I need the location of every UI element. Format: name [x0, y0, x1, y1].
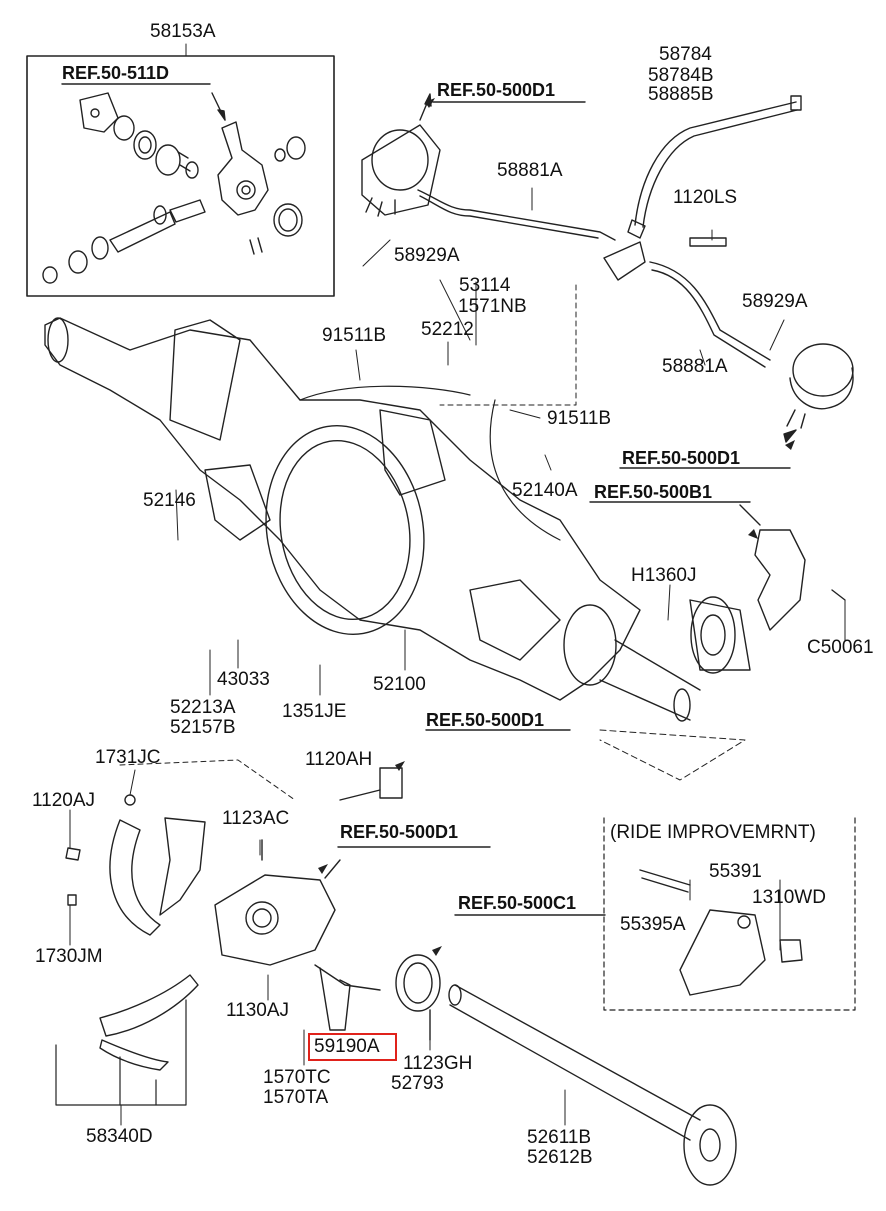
slack-adjuster-kit-inset [26, 55, 335, 297]
anchor-bracket [214, 767, 403, 1031]
part-58340d[interactable]: 58340D [86, 1126, 153, 1147]
part-52100[interactable]: 52100 [373, 674, 426, 695]
part-1120ls[interactable]: 1120LS [673, 187, 738, 208]
ref-50-511d[interactable]: REF.50-511D [62, 63, 170, 83]
ref-50-500b1[interactable]: REF.50-500B1 [594, 482, 713, 502]
ride-improvement-inset [603, 817, 856, 1011]
part-1570ta[interactable]: 1570TA [263, 1087, 329, 1108]
part-1120ah[interactable]: 1120AH [305, 749, 373, 770]
part-55391[interactable]: 55391 [709, 861, 762, 882]
part-1570tc[interactable]: 1570TC [263, 1067, 331, 1088]
part-1123ac[interactable]: 1123AC [222, 808, 290, 829]
brake-chamber-left [361, 93, 616, 241]
part-52212[interactable]: 52212 [421, 319, 474, 340]
part-59190a-highlight [308, 1033, 397, 1061]
part-52611b[interactable]: 52611B [527, 1127, 592, 1148]
ref-50-500d1-right[interactable]: REF.50-500D1 [622, 448, 741, 468]
part-91511b-right[interactable]: 91511B [547, 408, 612, 429]
reference-underlines [61, 83, 791, 916]
part-52793[interactable]: 52793 [391, 1073, 444, 1094]
part-52140a[interactable]: 52140A [512, 480, 578, 501]
part-1730jm[interactable]: 1730JM [35, 946, 103, 967]
reference-arrows [318, 98, 795, 956]
ref-50-500d1-mid[interactable]: REF.50-500D1 [426, 710, 545, 730]
part-1731jc[interactable]: 1731JC [95, 747, 161, 768]
part-43033[interactable]: 43033 [217, 669, 270, 690]
part-58881a-top[interactable]: 58881A [497, 160, 563, 181]
part-91511b-top[interactable]: 91511B [322, 325, 387, 346]
part-c50061[interactable]: C50061 [807, 637, 874, 658]
wheel-bearing-parts [689, 504, 846, 674]
part-1310wd[interactable]: 1310WD [752, 887, 826, 908]
part-1351je[interactable]: 1351JE [282, 701, 347, 722]
part-1130aj[interactable]: 1130AJ [226, 1000, 290, 1021]
ride-improvement-title: (RIDE IMPROVEMRNT) [610, 822, 816, 843]
part-58153a[interactable]: 58153A [150, 21, 216, 42]
part-55395a[interactable]: 55395A [620, 914, 686, 935]
brake-chamber-right [783, 343, 854, 443]
axle-housing [44, 317, 746, 781]
part-1571nb[interactable]: 1571NB [458, 296, 527, 317]
part-53114[interactable]: 53114 [459, 275, 511, 296]
brake-hose-top [439, 95, 802, 406]
brake-shoe [55, 974, 199, 1106]
part-58784b[interactable]: 58784B [648, 65, 714, 86]
part-52213a[interactable]: 52213A [170, 697, 236, 718]
axle-shaft [395, 954, 737, 1186]
ref-50-500c1[interactable]: REF.50-500C1 [458, 893, 577, 913]
brake-backing-plate [65, 759, 296, 936]
part-52146[interactable]: 52146 [143, 490, 196, 511]
leader-lines [69, 43, 846, 1126]
part-52157b[interactable]: 52157B [170, 717, 236, 738]
part-58885b[interactable]: 58885B [648, 84, 714, 105]
part-59190a[interactable]: 59190A [314, 1036, 380, 1057]
part-58784-group: 58784 [657, 44, 712, 65]
part-1123gh[interactable]: 1123GH [403, 1053, 473, 1074]
part-52612b[interactable]: 52612B [527, 1147, 593, 1168]
part-58929a-left[interactable]: 58929A [394, 245, 460, 266]
ref-50-500d1-top[interactable]: REF.50-500D1 [437, 80, 556, 100]
part-58784[interactable]: 58784 [659, 44, 712, 65]
part-58929a-right[interactable]: 58929A [742, 291, 808, 312]
ref-50-500d1-low[interactable]: REF.50-500D1 [340, 822, 459, 842]
part-h1360j[interactable]: H1360J [631, 565, 697, 586]
part-58881a-right[interactable]: 58881A [662, 356, 728, 377]
part-1120aj[interactable]: 1120AJ [32, 790, 96, 811]
